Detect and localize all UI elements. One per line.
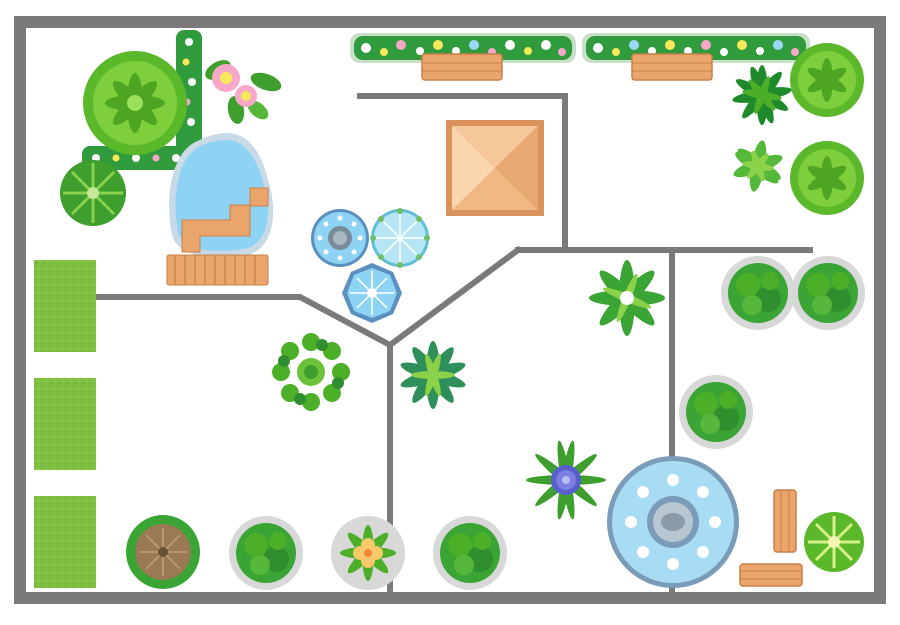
palm-icon [732, 65, 792, 125]
bench-icon [421, 53, 503, 81]
potted-shrub-icon [791, 256, 865, 330]
potted-flower-icon [331, 516, 405, 590]
fern-icon [400, 341, 466, 409]
outer-wall [14, 16, 886, 604]
flowerbed-icon [350, 33, 576, 63]
palm-icon [804, 512, 864, 572]
grass-patch-icon [34, 378, 96, 470]
tree-icon [790, 141, 864, 215]
potted-shrub-icon [679, 375, 753, 449]
fountain-icon [607, 456, 739, 588]
boardwalk-icon [166, 187, 269, 286]
tree-icon [83, 51, 187, 155]
bench-icon [739, 563, 803, 587]
palm-icon [589, 260, 665, 336]
bench-icon [631, 53, 713, 81]
fountain-icon [370, 208, 430, 268]
gazebo-roof-icon [446, 120, 544, 216]
wall-center-diagonal [91, 245, 523, 349]
fountain-icon [342, 263, 402, 323]
shrub-ring-icon [272, 333, 350, 411]
thistle-flower-icon [526, 440, 606, 520]
tree-icon [126, 515, 200, 589]
tree-icon [790, 43, 864, 117]
fountain-icon [311, 209, 369, 267]
flower-cluster-icon [205, 60, 282, 124]
wall-top-center [357, 93, 568, 251]
potted-shrub-icon [229, 516, 303, 590]
grass-patch-icon [34, 260, 96, 352]
grass-patch-icon [34, 496, 96, 588]
fern-icon [733, 140, 783, 192]
palm-icon [60, 160, 126, 226]
potted-shrub-icon [433, 516, 507, 590]
flowerbed-icon [82, 30, 202, 170]
potted-shrub-icon [721, 256, 795, 330]
bench-icon [773, 489, 797, 553]
